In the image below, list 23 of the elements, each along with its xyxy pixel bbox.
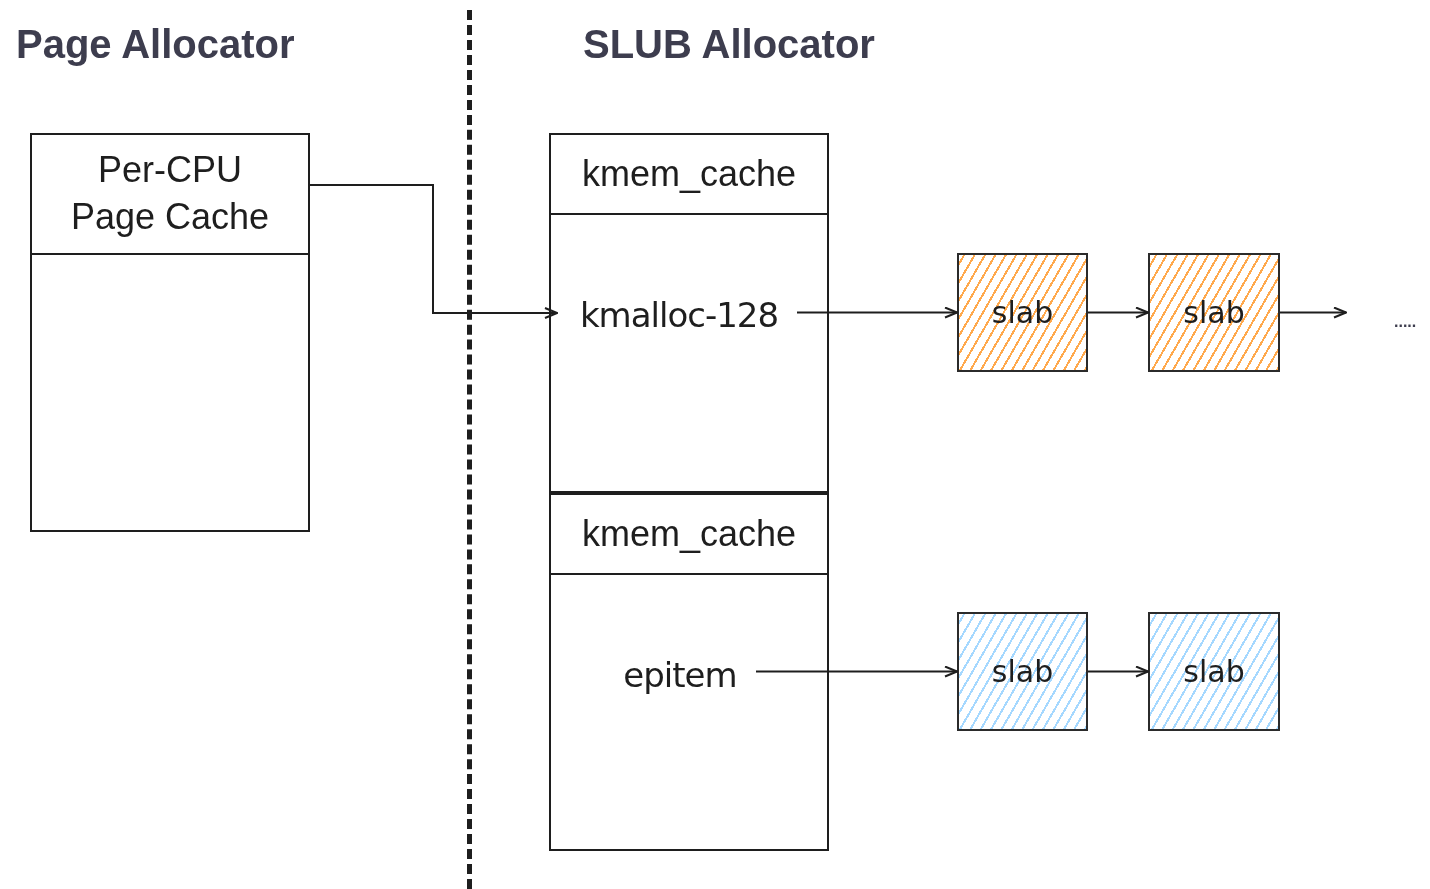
arrow: [796, 306, 958, 319]
slab-label: slab: [991, 653, 1054, 691]
slab-box: [957, 612, 1088, 731]
slab-label: slab: [1183, 653, 1245, 691]
slab-box: [1148, 253, 1280, 372]
section-title: Page Allocator: [16, 21, 295, 68]
arrow: [1087, 665, 1149, 678]
arrow: [755, 665, 958, 678]
section-title: SLUB Allocator: [583, 21, 875, 68]
list-box: [549, 133, 829, 493]
arrow: [309, 184, 558, 319]
slab-box: [957, 253, 1088, 372]
list-box: [549, 493, 829, 851]
header-text: kmem_cache: [580, 151, 798, 196]
header-text: Per-CPU Page Cache: [69, 148, 271, 239]
header-text: kmem_cache: [580, 511, 798, 556]
slab-box: [1148, 612, 1280, 731]
arrow: [1087, 306, 1149, 319]
list-box: [30, 133, 310, 532]
ellipsis-text: .....: [1394, 314, 1417, 330]
entry-text: kmalloc-128: [579, 293, 779, 337]
entry-text: epitem: [623, 653, 737, 697]
arrow: [1279, 306, 1347, 319]
